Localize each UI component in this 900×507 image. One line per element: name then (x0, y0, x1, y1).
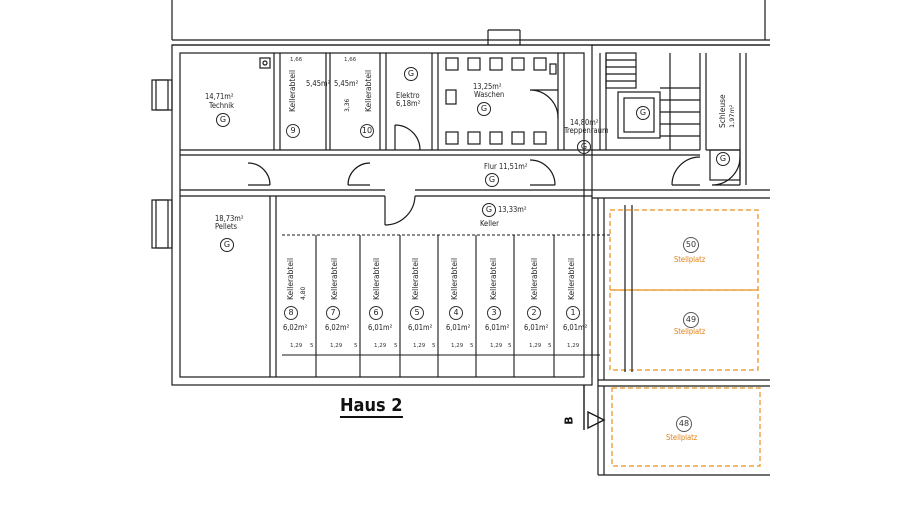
dim-small: 5 (470, 343, 474, 349)
treppenraum-name: Treppenraum (564, 126, 609, 135)
kellerabteil-4-area: 6,01m² (446, 323, 471, 332)
kellerabteil-8-area: 6,02m² (283, 323, 308, 332)
kellerabteil-5-name: Kellerabteil (411, 257, 420, 300)
kellerabteil-2-width: 1,29 (529, 343, 542, 349)
flur-label: Flur 11,51m² (484, 162, 528, 171)
kellerabteil-4-number: 4 (449, 306, 463, 320)
kellerabteil-8-number: 8 (284, 306, 298, 320)
waschen-name: Waschen (474, 90, 505, 99)
kellerabteil-3-area: 6,01m² (485, 323, 510, 332)
kellerabteil-2-number: 2 (527, 306, 541, 320)
kellerabteil-7-area: 6,02m² (325, 323, 350, 332)
schleuse-g-symbol: G (716, 152, 730, 166)
waschen-area: 13,25m² (473, 82, 502, 91)
pellets-g-symbol: G (220, 238, 234, 252)
kellerabteil-2-name: Kellerabteil (530, 257, 539, 300)
kellerabteil-8-depth: 4,80 (300, 286, 307, 300)
dim-small: 5 (508, 343, 512, 349)
kellerabteil-7-name: Kellerabteil (330, 257, 339, 300)
kellerabteil-10-area: 5,45m² (334, 79, 359, 88)
kellerabteil-2-area: 6,01m² (524, 323, 549, 332)
dim-small: 5 (548, 343, 552, 349)
elektro-g-symbol: G (404, 67, 418, 81)
treppenraum-area: 14,80m² (570, 118, 599, 127)
kellerabteil-9-name: Kellerabteil (288, 69, 297, 112)
kellerabteil-5-width: 1,29 (413, 343, 426, 349)
elektro-name: Elektro (396, 91, 420, 100)
technik-name: Technik (209, 101, 235, 110)
keller-name: Keller (480, 219, 499, 228)
pellets-area: 18,73m² (215, 214, 244, 223)
kellerabteil-1-area: 6,01m² (563, 323, 588, 332)
kellerabteil-10-name: Kellerabteil (364, 69, 373, 112)
waschen-g-symbol: G (477, 102, 491, 116)
stair-g-symbol: G (636, 106, 650, 120)
kellerabteil-1-number: 1 (566, 306, 580, 320)
kellerabteil-7-width: 1,29 (330, 343, 343, 349)
kellerabteil-10-depth: 3,36 (344, 98, 351, 112)
dim-small: 5 (310, 343, 314, 349)
stellplatz-49-name: Stellplatz (674, 327, 706, 336)
kellerabteil-8-name: Kellerabteil (286, 257, 295, 300)
kellerabteil-5-number: 5 (410, 306, 424, 320)
schleuse-area: 1,97m² (728, 104, 736, 128)
kellerabteil-9-width: 1,66 (290, 57, 303, 63)
kellerabteil-3-width: 1,29 (490, 343, 503, 349)
kellerabteil-10-number: 10 (360, 124, 374, 138)
kellerabteil-6-area: 6,01m² (368, 323, 393, 332)
section-mark: B (562, 416, 576, 425)
dim-small: 5 (394, 343, 398, 349)
kellerabteil-6-width: 1,29 (374, 343, 387, 349)
stellplatz-48-number: 48 (676, 416, 692, 432)
treppenraum-g-symbol: G (577, 140, 591, 154)
kellerabteil-4-width: 1,29 (451, 343, 464, 349)
keller-area: 13,33m² (498, 205, 527, 214)
kellerabteil-1-name: Kellerabteil (567, 257, 576, 300)
dim-small: 5 (432, 343, 436, 349)
building-title: Haus 2 (340, 395, 403, 418)
kellerabteil-9-area: 5,45m² (306, 79, 331, 88)
elektro-area: 6,18m² (396, 99, 421, 108)
kellerabteil-3-number: 3 (487, 306, 501, 320)
kellerabteil-6-name: Kellerabteil (372, 257, 381, 300)
kellerabteil-7-number: 7 (326, 306, 340, 320)
schleuse-name: Schleuse (718, 94, 727, 128)
kellerabteil-6-number: 6 (369, 306, 383, 320)
flur-g-symbol: G (485, 173, 499, 187)
stellplatz-48-name: Stellplatz (666, 433, 698, 442)
kellerabteil-5-area: 6,01m² (408, 323, 433, 332)
dim-small: 5 (354, 343, 358, 349)
keller-g-symbol: G (482, 203, 496, 217)
kellerabteil-3-name: Kellerabteil (489, 257, 498, 300)
technik-g-symbol: G (216, 113, 230, 127)
kellerabteil-10-width: 1,66 (344, 57, 357, 63)
pellets-name: Pellets (215, 222, 238, 231)
stellplatz-50-name: Stellplatz (674, 255, 706, 264)
stellplatz-50-number: 50 (683, 237, 699, 253)
kellerabteil-1-width: 1,29 (567, 343, 580, 349)
kellerabteil-4-name: Kellerabteil (450, 257, 459, 300)
kellerabteil-9-number: 9 (286, 124, 300, 138)
stellplatz-49-number: 49 (683, 312, 699, 328)
kellerabteil-8-width: 1,29 (290, 343, 303, 349)
technik-area: 14,71m² (205, 92, 234, 101)
